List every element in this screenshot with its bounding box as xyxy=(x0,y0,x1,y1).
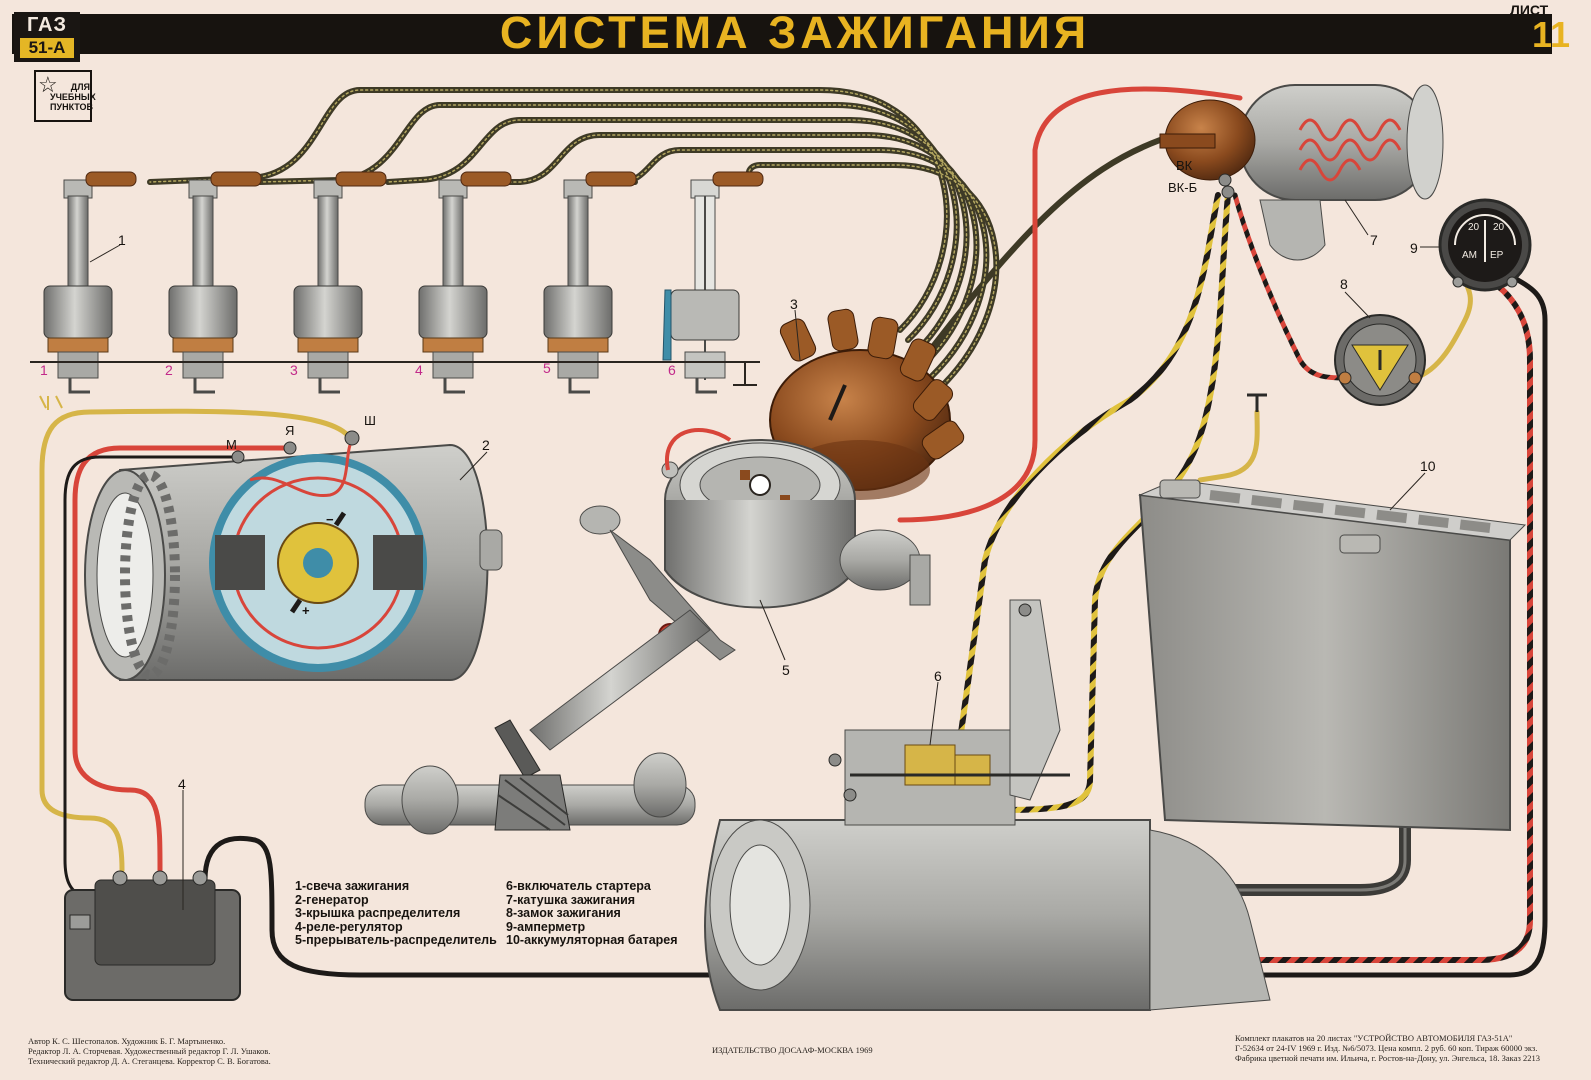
legend-item: 9-амперметр xyxy=(506,919,586,934)
callout-7: 7 xyxy=(1370,232,1378,248)
plug-number-5: 5 xyxy=(543,360,551,376)
ammeter-scale-right: 20 xyxy=(1493,222,1505,233)
spark-plug-4 xyxy=(418,171,512,394)
page-title: СИСТЕМА ЗАЖИГАНИЯ xyxy=(499,7,1091,58)
ammeter-scale-left: 20 xyxy=(1468,222,1480,233)
legend-item: 7-катушка зажигания xyxy=(506,892,636,907)
callout-8: 8 xyxy=(1340,276,1348,292)
spark-plug-5 xyxy=(543,171,637,394)
legend-item: 10-аккумуляторная батарея xyxy=(506,933,678,947)
wire-yellow-generator-regulator xyxy=(39,408,353,873)
plug-number-4: 4 xyxy=(415,362,423,378)
logo-model-text: 51-А xyxy=(20,38,74,58)
leader-lines xyxy=(89,199,1440,910)
badge-text: ДЛЯ УЧЕБНЫХ ПУНКТОВ xyxy=(50,82,96,112)
wire-hazard-coil-starter xyxy=(957,192,1221,743)
ground-symbol xyxy=(733,362,757,386)
ammeter-label-left: АМ xyxy=(1462,250,1477,261)
callout-2: 2 xyxy=(482,437,490,453)
ignition-coil xyxy=(1159,84,1444,261)
callout-6: 6 xyxy=(934,668,942,684)
plug-number-6: 6 xyxy=(668,362,676,378)
spark-rays xyxy=(39,395,63,410)
starter xyxy=(704,599,1271,1011)
plug-number-1: 1 xyxy=(40,362,48,378)
spark-plug-6-cutaway xyxy=(662,171,764,394)
plug-number-3: 3 xyxy=(290,362,298,378)
star-icon: ☆ xyxy=(38,72,58,97)
callout-9: 9 xyxy=(1410,240,1418,256)
badge-line-1: ДЛЯ xyxy=(70,82,90,92)
terminal-m: М xyxy=(226,437,237,452)
footer-print-line: Г-52634 от 24-IV 1969 г. Изд. №6/5073. Ц… xyxy=(1235,1043,1538,1053)
legend-item: 8-замок зажигания xyxy=(506,906,621,920)
wire-red-coil-distributor xyxy=(897,86,1243,523)
ammeter-label-right: ЕР xyxy=(1490,250,1504,261)
legend-column-2: 6-включатель стартера 7-катушка зажигани… xyxy=(506,879,678,948)
generator-minus: − xyxy=(326,512,334,527)
badge-line-2: УЧЕБНЫХ xyxy=(50,92,96,102)
gaz-logo: ГАЗ 51-А xyxy=(14,12,80,62)
generator xyxy=(84,430,503,681)
callout-5: 5 xyxy=(782,662,790,678)
spark-plug-2 xyxy=(168,171,262,394)
sheet-label: ЛИСТ xyxy=(1510,2,1549,18)
ammeter xyxy=(1438,198,1532,292)
wire-yellow-battery-ground xyxy=(1197,409,1260,483)
footer-credits: Автор К. С. Шестопалов. Художник Б. Г. М… xyxy=(28,1036,271,1066)
terminal-vk-b: ВК-Б xyxy=(1168,180,1198,195)
footer-credit-line: Автор К. С. Шестопалов. Художник Б. Г. М… xyxy=(28,1036,226,1046)
legend-item: 6-включатель стартера xyxy=(506,879,651,893)
badge-line-3: ПУНКТОВ xyxy=(50,102,94,112)
study-centers-badge: ☆ ДЛЯ УЧЕБНЫХ ПУНКТОВ xyxy=(34,70,96,122)
header-bar xyxy=(12,14,1552,54)
logo-top-text: ГАЗ xyxy=(26,14,68,36)
callout-10: 10 xyxy=(1420,458,1436,474)
camshaft xyxy=(364,752,696,835)
spark-plugs xyxy=(30,171,764,410)
footer-print-info: Комплект плакатов на 20 листах "УСТРОЙСТ… xyxy=(1235,1033,1540,1063)
relay-regulator xyxy=(64,870,241,1001)
legend-column-1: 1-свеча зажигания 2-генератор 3-крышка р… xyxy=(295,879,497,948)
breaker-distributor xyxy=(494,428,931,779)
terminal-sh: Ш xyxy=(364,413,376,428)
legend-item: 3-крышка распределителя xyxy=(295,906,461,920)
callout-1: 1 xyxy=(118,232,126,248)
plug-number-2: 2 xyxy=(165,362,173,378)
wire-black-generator-m xyxy=(63,455,240,897)
legend-item: 4-реле-регулятор xyxy=(295,919,403,934)
hv-wires-highlight xyxy=(149,89,997,389)
legend-item: 2-генератор xyxy=(295,892,369,907)
callout-4: 4 xyxy=(178,776,186,792)
callout-3: 3 xyxy=(790,296,798,312)
footer-print-line: Фабрика цветной печати им. Ильича, г. Ро… xyxy=(1235,1053,1540,1063)
legend-item: 1-свеча зажигания xyxy=(295,879,410,893)
legend-item: 5-прерыватель-распределитель xyxy=(295,933,497,947)
wire-redblack-coil-lock xyxy=(1232,192,1348,381)
spark-plug-1 xyxy=(43,171,137,394)
sheet-number: 11 xyxy=(1532,14,1571,55)
terminal-vk: ВК xyxy=(1176,158,1193,173)
footer-credit-line: Технический редактор Д. А. Стеганцева. К… xyxy=(28,1056,271,1066)
footer-credit-line: Редактор Л. А. Сторчевая. Художественный… xyxy=(28,1046,271,1056)
battery xyxy=(1138,393,1527,832)
footer-print-line: Комплект плакатов на 20 листах "УСТРОЙСТ… xyxy=(1235,1033,1513,1043)
wire-black-regulator-ammeter xyxy=(202,267,1548,978)
terminal-ya: Я xyxy=(285,423,295,438)
spark-plug-3 xyxy=(293,171,387,394)
ignition-lock xyxy=(1334,314,1426,406)
generator-plus: + xyxy=(302,603,310,618)
footer-publisher: ИЗДАТЕЛЬСТВО ДОСААФ-МОСКВА 1969 xyxy=(712,1045,873,1055)
